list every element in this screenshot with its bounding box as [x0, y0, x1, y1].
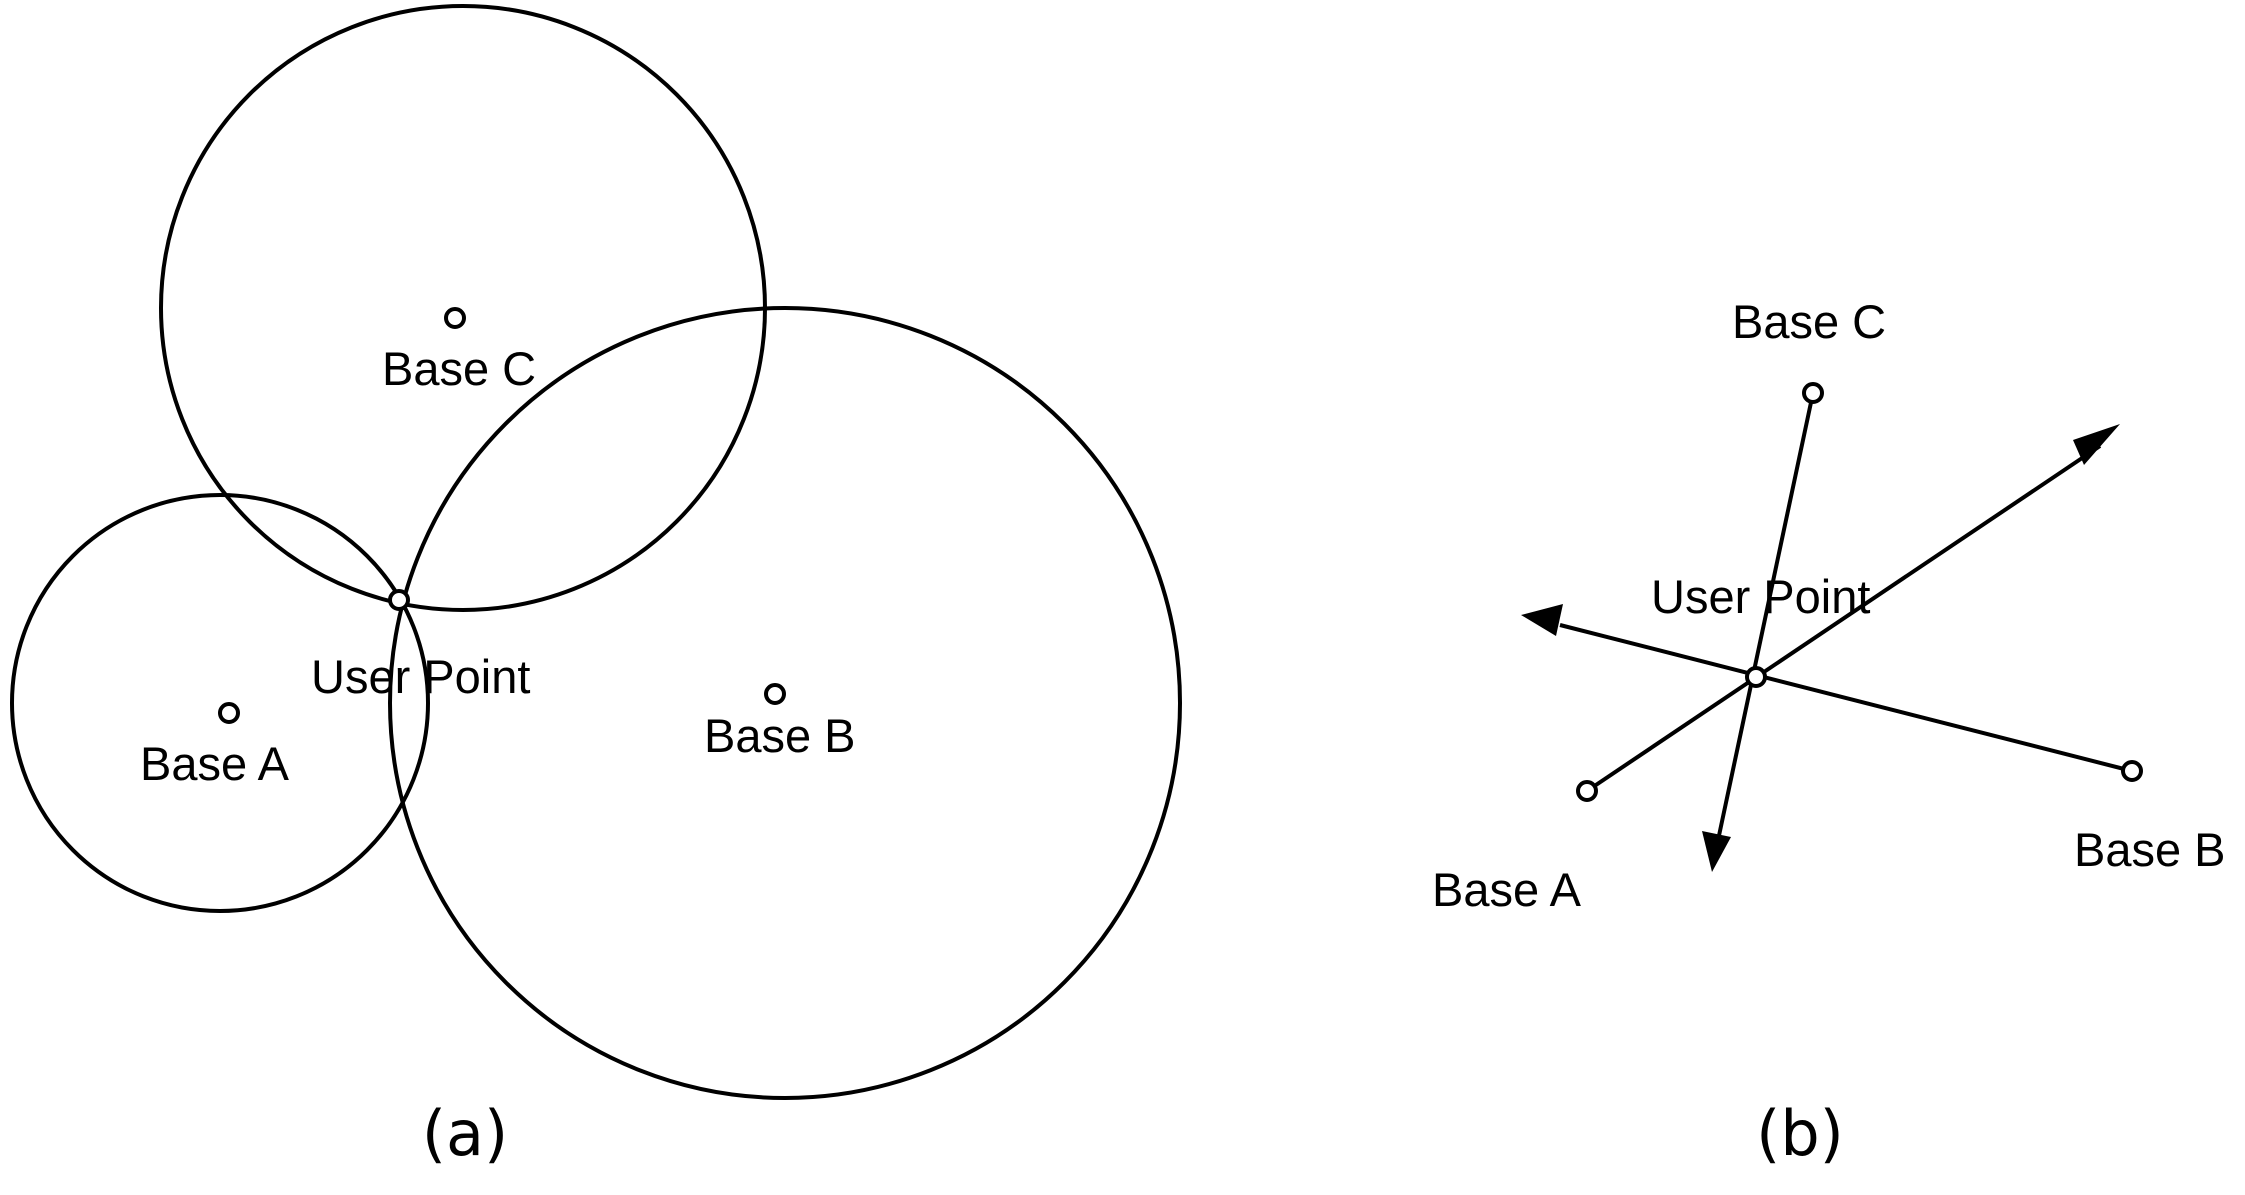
- panel-a: Base C User Point Base A Base B (a): [10, 4, 1182, 1170]
- base-a-point: [218, 702, 240, 724]
- panel-b: Base C User Point Base A Base B (b): [1432, 295, 2226, 1170]
- base-c-point: [444, 307, 466, 329]
- arrowhead-upper-right: [2073, 424, 2120, 465]
- vector-from-base-b: [1559, 623, 2133, 773]
- arrowhead-down: [1702, 831, 1731, 872]
- circle-base-a: [10, 493, 430, 913]
- base-c-point-b: [1802, 382, 1824, 404]
- base-b-point-b: [2121, 760, 2143, 782]
- label-base-a-b: Base A: [1432, 863, 1582, 916]
- label-base-b-a: Base B: [704, 709, 856, 762]
- base-b-point: [764, 683, 786, 705]
- vector-from-base-a: [1585, 444, 2102, 793]
- vector-from-base-c: [1715, 392, 1815, 846]
- label-user-point-b: User Point: [1651, 570, 1870, 623]
- label-base-a-a: Base A: [140, 737, 290, 790]
- circle-base-c: [159, 4, 767, 612]
- user-point-b: [1745, 666, 1767, 688]
- user-point-a: [388, 589, 410, 611]
- caption-a: (a): [422, 1097, 508, 1170]
- label-user-point-a: User Point: [311, 650, 530, 703]
- circle-base-b: [388, 306, 1182, 1100]
- caption-b: (b): [1756, 1097, 1844, 1170]
- label-base-c-a: Base C: [382, 342, 536, 395]
- arrowhead-left: [1521, 604, 1563, 636]
- label-base-c-b: Base C: [1732, 295, 1886, 348]
- label-base-b-b: Base B: [2074, 823, 2226, 876]
- base-a-point-b: [1576, 780, 1598, 802]
